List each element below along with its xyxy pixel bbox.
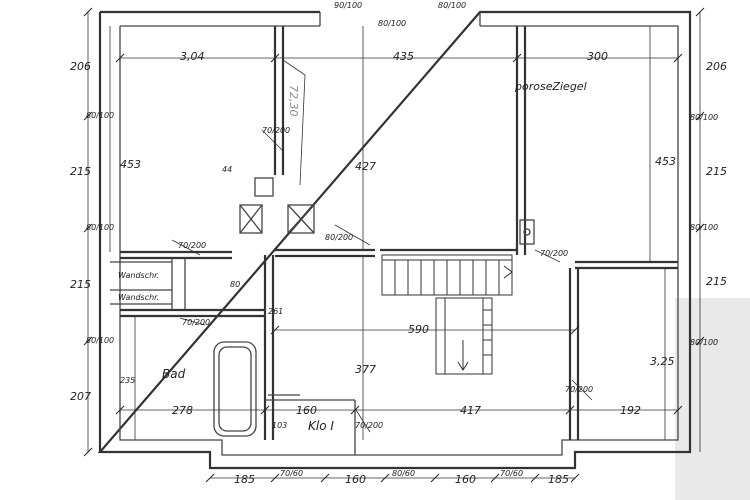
pencil-note: 72,30: [287, 85, 300, 117]
shaded-area: [675, 298, 750, 500]
height-left-1: 206: [70, 60, 91, 73]
door-dim-1: 80/200: [325, 233, 353, 242]
dim-top-1: 3,04: [180, 50, 205, 63]
height-left-4: 207: [70, 390, 91, 403]
cabinet-label-1: Wandschr.: [118, 271, 159, 280]
height-right-3: 215: [706, 275, 727, 288]
dim-bottom-6: 70/60: [500, 469, 523, 478]
opening-right-3: 80/100: [690, 338, 718, 347]
dim-top-2: 435: [393, 50, 414, 63]
dim-low-2: 160: [296, 404, 317, 417]
opening-left-2: 80/100: [86, 223, 114, 232]
height-left-2: 215: [70, 165, 91, 178]
room-height-6: 235: [120, 376, 135, 385]
dimension-lines: [83, 7, 705, 483]
opening-left-1: 80/100: [86, 111, 114, 120]
door-dim-5: 70/200: [182, 318, 210, 327]
room-height-4: 377: [355, 363, 376, 376]
opening-right-2: 80/100: [690, 223, 718, 232]
material-note: poroseZiegel: [514, 80, 587, 93]
staircase: [381, 254, 513, 375]
cabinet-label-2: Wandschr.: [118, 293, 159, 302]
dim-low-3: 417: [460, 404, 481, 417]
outer-walls: [97, 10, 692, 470]
opening-top-1: 90/100: [334, 1, 362, 10]
dim-bottom-5: 160: [455, 473, 476, 486]
height-right-1: 206: [706, 60, 727, 73]
opening-right-1: 80/100: [690, 113, 718, 122]
room-bath-label: Bad: [162, 367, 186, 381]
room-wc-label: Klo I: [308, 419, 334, 433]
room-height-1: 453: [120, 158, 141, 171]
height-left-3: 215: [70, 278, 91, 291]
dim-top-3: 300: [587, 50, 608, 63]
dim-bottom-2: 70/60: [280, 469, 303, 478]
interior-walls: [110, 26, 678, 455]
opening-top-3: 80/100: [438, 1, 466, 10]
opening-left-3: 80/100: [86, 336, 114, 345]
dim-bottom-4: 80/60: [392, 469, 415, 478]
opening-top-2: 80/100: [378, 19, 406, 28]
room-height-3: 453: [655, 155, 676, 168]
door-dim-2: 70/200: [262, 126, 290, 135]
dim-low-4: 192: [620, 404, 641, 417]
dim-mid-1: 590: [408, 323, 429, 336]
small-dim-44: 44: [222, 165, 232, 174]
dim-bottom-3: 160: [345, 473, 366, 486]
small-dim-80: 80: [230, 280, 240, 289]
dim-bottom-7: 185: [548, 473, 569, 486]
door-dim-3: 70/200: [178, 241, 206, 250]
door-dim-6: 70/200: [565, 385, 593, 394]
room-height-5: 3,25: [650, 355, 675, 368]
bathtub-inner: [218, 346, 252, 432]
room-height-7: 103: [272, 421, 287, 430]
room-height-8: 261: [268, 307, 283, 316]
room-height-2: 427: [355, 160, 376, 173]
bathtub: [213, 341, 257, 437]
dim-low-1: 278: [172, 404, 193, 417]
door-dim-4: 70/200: [540, 249, 568, 258]
height-right-2: 215: [706, 165, 727, 178]
dim-bottom-1: 185: [234, 473, 255, 486]
door-dim-7: 70/200: [355, 421, 383, 430]
